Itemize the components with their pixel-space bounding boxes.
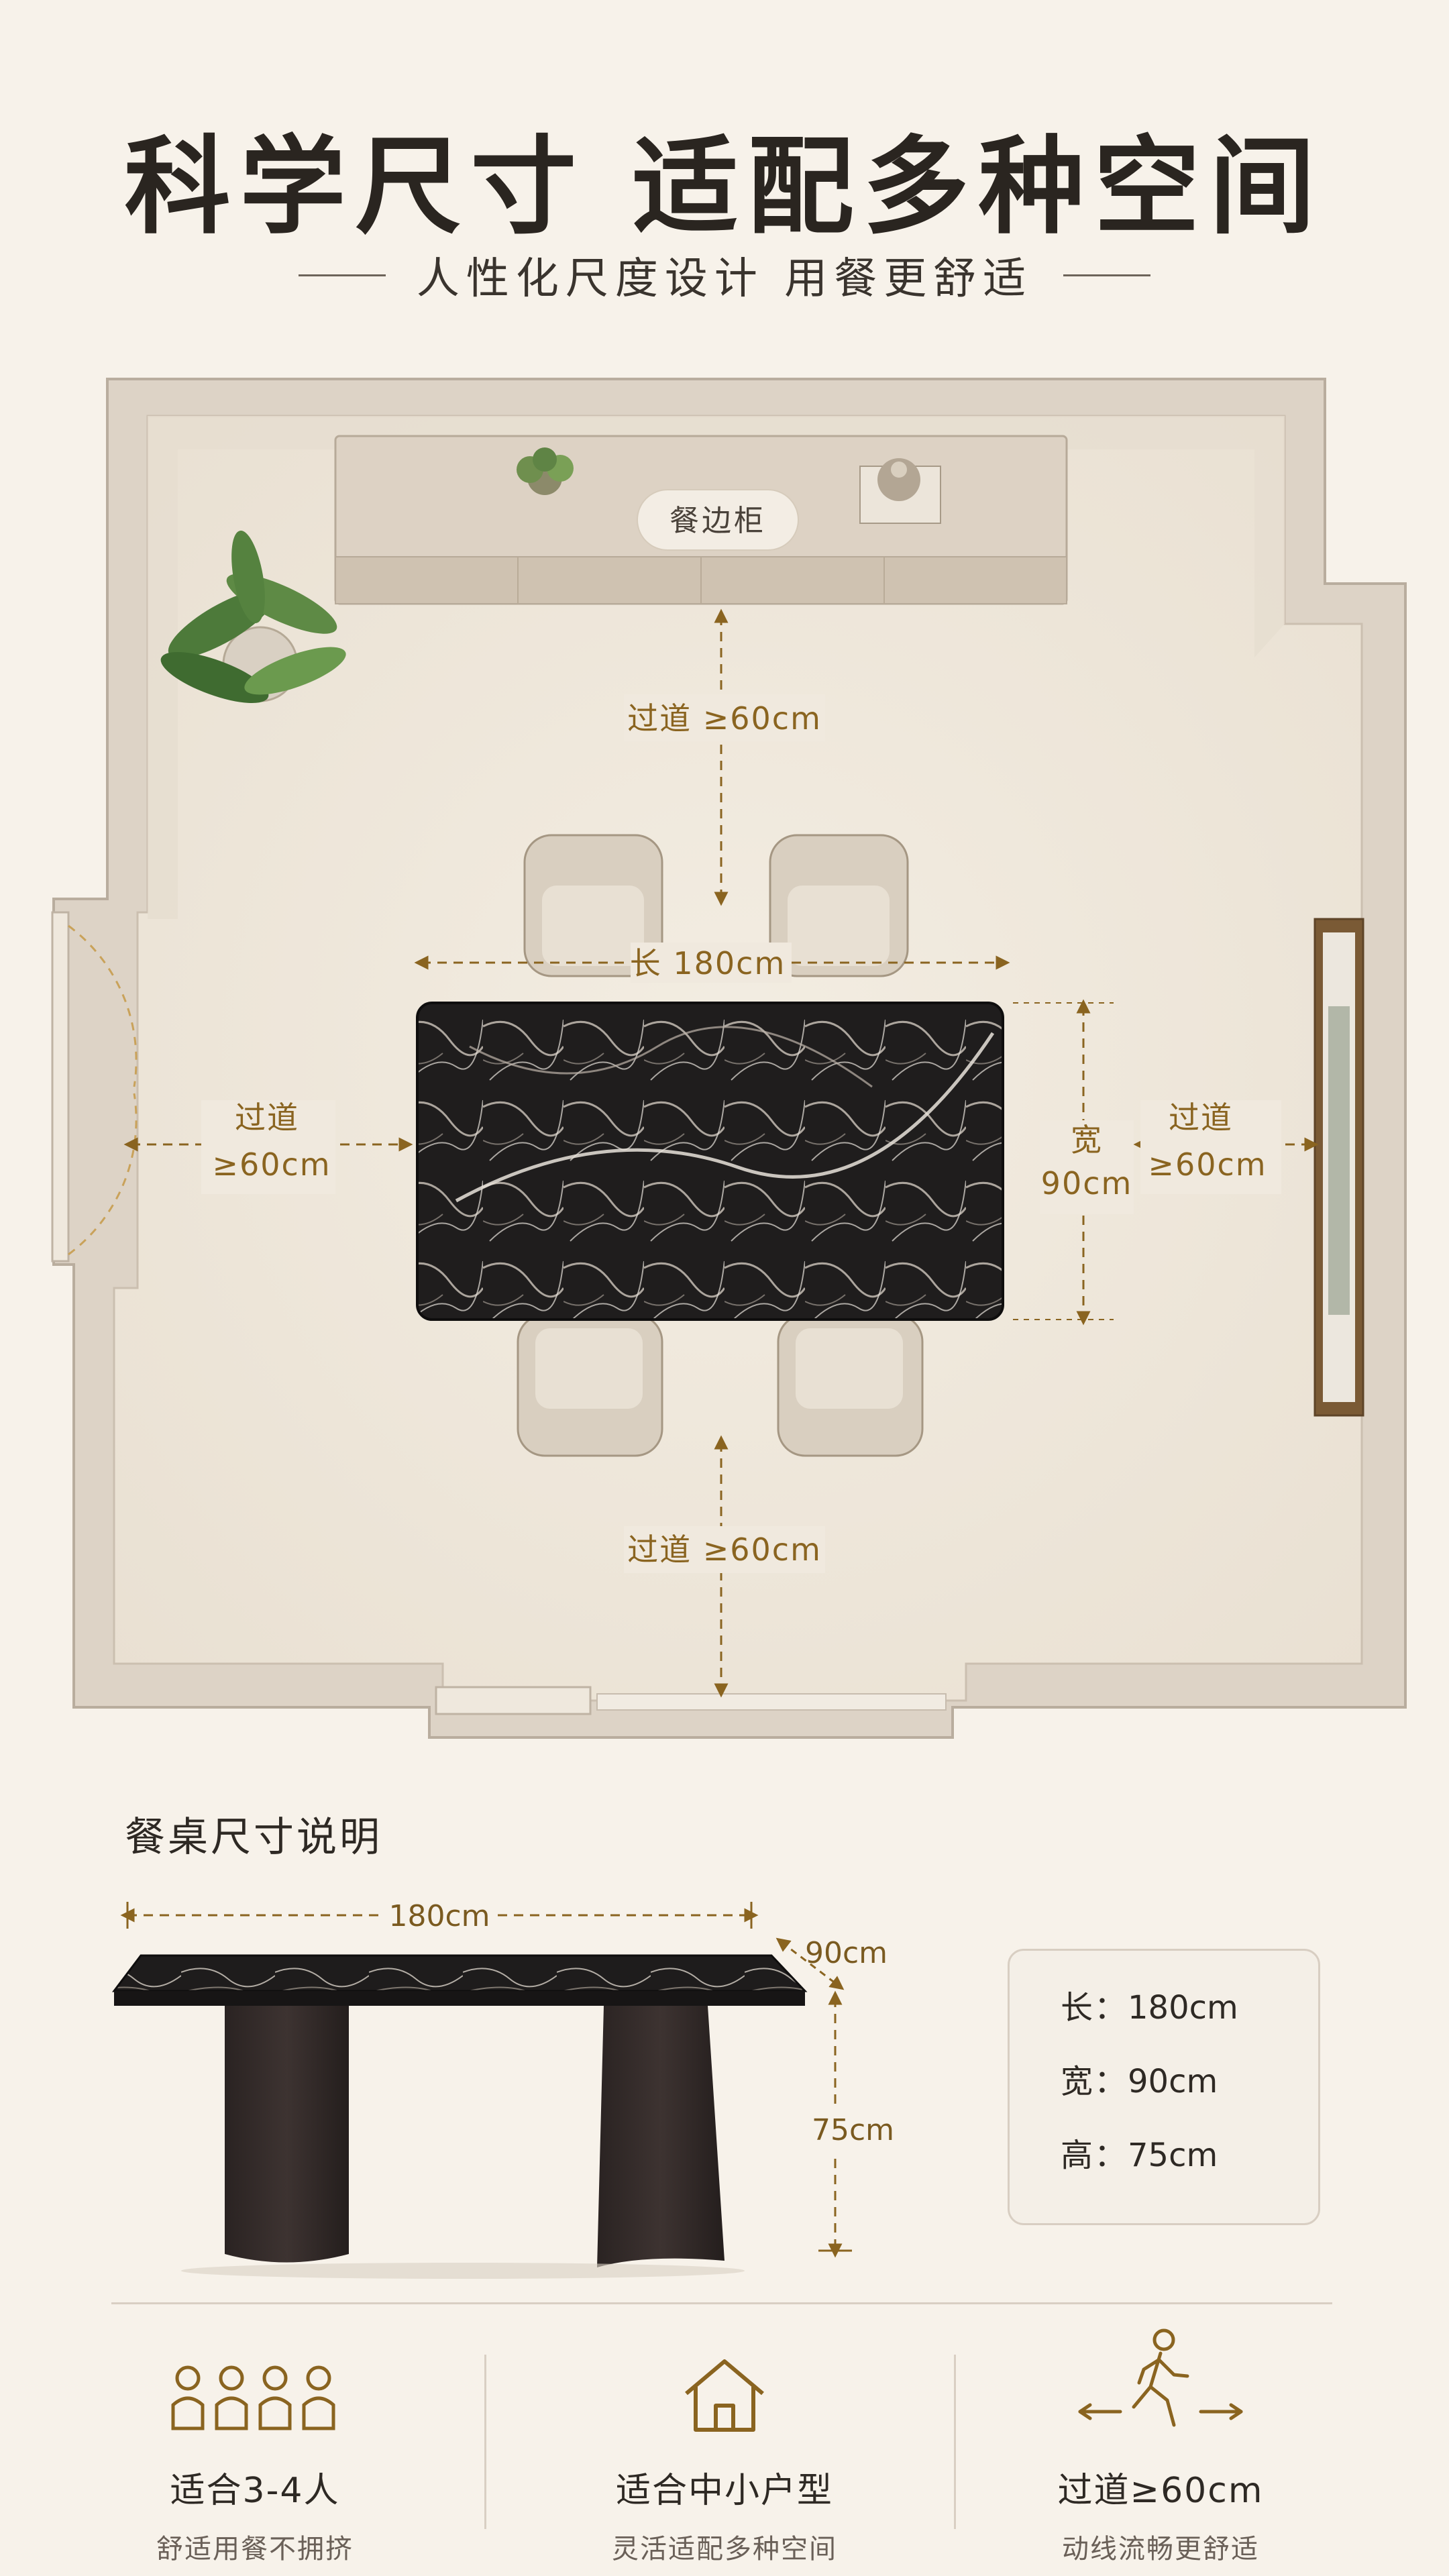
aisle-top-dimension: 过道 ≥60cm bbox=[624, 608, 825, 906]
table-depth-dim: 90cm bbox=[805, 1936, 888, 1970]
house-icon bbox=[685, 2359, 764, 2432]
aisle-top-label: 过道 ≥60cm bbox=[627, 700, 822, 737]
spec-card: 长：180cm 宽：90cm 高：75cm bbox=[1008, 1949, 1320, 2225]
small-plant-icon bbox=[517, 447, 574, 495]
feature-capacity-subtitle: 舒适用餐不拥挤 bbox=[156, 2534, 354, 2565]
people-icon bbox=[171, 2365, 335, 2430]
feature-aisle: 过道≥60cm 动线流畅更舒适 bbox=[959, 2328, 1362, 2565]
table-length-dimension: 长 180cm bbox=[414, 943, 1010, 983]
aisle-right-label-2: ≥60cm bbox=[1148, 1146, 1267, 1183]
aisle-bottom-dimension: 过道 ≥60cm bbox=[624, 1435, 825, 1698]
table-width-label-2: 90cm bbox=[1041, 1165, 1133, 1201]
subtitle-row: 人性化尺度设计 用餐更舒适 bbox=[0, 245, 1449, 305]
feature-space: 适合中小户型 灵活适配多种空间 bbox=[523, 2334, 926, 2565]
page-subtitle: 人性化尺度设计 用餐更舒适 bbox=[416, 254, 1033, 304]
wall-painting bbox=[1313, 918, 1364, 1417]
table-side-view: 180cm 90cm 75cm bbox=[111, 1895, 894, 2279]
potted-plant-icon bbox=[160, 530, 346, 703]
dining-table-top-view bbox=[416, 1002, 1004, 1321]
page-title: 科学尺寸 适配多种空间 bbox=[124, 125, 1325, 249]
walking-person-icon bbox=[1078, 2328, 1243, 2427]
aisle-bottom-label: 过道 ≥60cm bbox=[627, 1532, 822, 1568]
feature-aisle-title: 过道≥60cm bbox=[1057, 2471, 1264, 2511]
table-height-dim: 75cm bbox=[812, 2113, 894, 2147]
subtitle-left-rule bbox=[298, 274, 386, 276]
spec-length: 长：180cm bbox=[1061, 1989, 1238, 2027]
spec-height: 高：75cm bbox=[1061, 2137, 1218, 2174]
table-specs-heading: 餐桌尺寸说明 bbox=[125, 1814, 382, 1861]
feature-divider-2 bbox=[954, 2355, 956, 2529]
floor-plan: 餐边柜 bbox=[51, 378, 1407, 1739]
table-length-label: 长 180cm bbox=[630, 945, 786, 981]
vase-icon bbox=[859, 458, 941, 524]
feature-capacity-title: 适合3-4人 bbox=[170, 2471, 340, 2511]
aisle-right-dimension: 过道 ≥60cm bbox=[1133, 1099, 1319, 1194]
chair-top-right bbox=[769, 834, 909, 977]
features-divider bbox=[111, 2302, 1332, 2304]
feature-space-subtitle: 灵活适配多种空间 bbox=[612, 2534, 837, 2565]
feature-capacity: 适合3-4人 舒适用餐不拥挤 bbox=[54, 2334, 456, 2565]
chair-top-left bbox=[523, 834, 663, 977]
table-width-dimension: 宽 90cm bbox=[1013, 999, 1134, 1326]
spec-width: 宽：90cm bbox=[1061, 2063, 1218, 2100]
bottom-opening bbox=[435, 1686, 947, 1715]
sideboard: 餐边柜 bbox=[334, 435, 1068, 605]
subtitle-right-rule bbox=[1063, 274, 1151, 276]
table-length-dim: 180cm bbox=[388, 1899, 490, 1933]
aisle-left-dimension: 过道 ≥60cm bbox=[123, 1099, 413, 1194]
aisle-left-label-1: 过道 bbox=[235, 1099, 299, 1136]
chair-bottom-left bbox=[517, 1313, 663, 1457]
feature-space-title: 适合中小户型 bbox=[615, 2471, 833, 2511]
aisle-right-label-1: 过道 bbox=[1169, 1099, 1233, 1136]
door-left bbox=[51, 911, 138, 1263]
feature-divider-1 bbox=[484, 2355, 486, 2529]
table-width-label-1: 宽 bbox=[1071, 1122, 1103, 1158]
chair-bottom-right bbox=[777, 1313, 924, 1457]
feature-aisle-subtitle: 动线流畅更舒适 bbox=[1062, 2534, 1259, 2565]
sideboard-label: 餐边柜 bbox=[669, 504, 766, 538]
aisle-left-label-2: ≥60cm bbox=[212, 1146, 331, 1183]
